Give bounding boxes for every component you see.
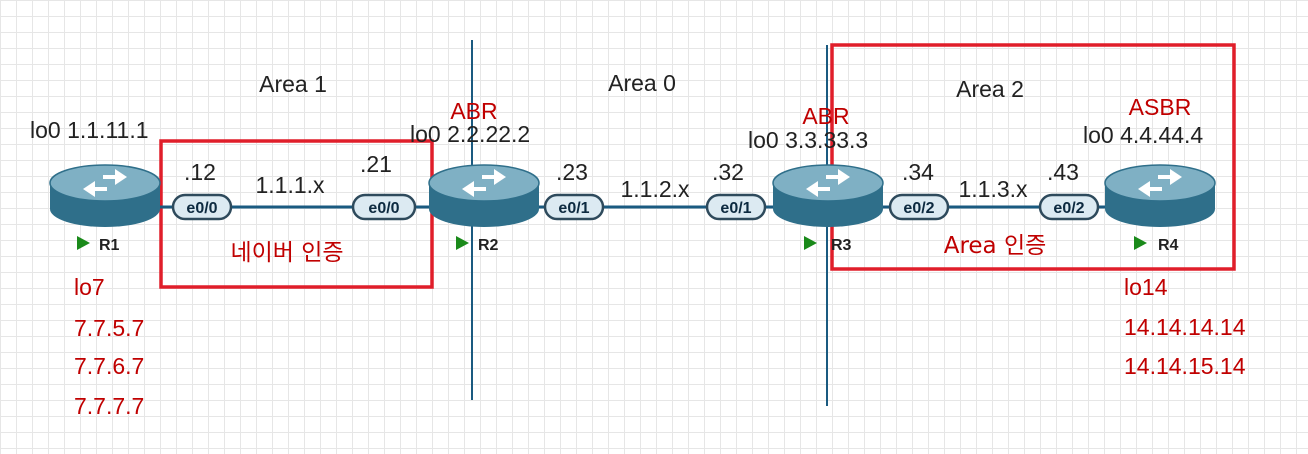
r2-host-id-link23: .23 bbox=[556, 159, 588, 185]
port-r2-e0-1[interactable]: e0/1 bbox=[543, 193, 605, 221]
r4-loopback-label: lo0 4.4.44.4 bbox=[1083, 122, 1203, 148]
r1-host-id: .12 bbox=[184, 159, 216, 185]
r1-loopback-list-item: 7.7.5.7 bbox=[74, 315, 144, 341]
svg-text:e0/2: e0/2 bbox=[903, 200, 934, 217]
svg-text:e0/2: e0/2 bbox=[1053, 200, 1084, 217]
r4-host-id: .43 bbox=[1047, 159, 1079, 185]
svg-text:R2: R2 bbox=[478, 237, 499, 254]
port-r3-e0-1[interactable]: e0/1 bbox=[705, 193, 767, 221]
r3-role-label: ABR bbox=[802, 103, 849, 129]
port-r3-e0-2[interactable]: e0/2 bbox=[888, 193, 950, 221]
r4-loopback-list-item: 14.14.15.14 bbox=[1124, 353, 1246, 379]
r3-host-id-link23: .32 bbox=[712, 159, 744, 185]
r2-host-id-link12: .21 bbox=[360, 151, 392, 177]
port-r1-e0-0[interactable]: e0/0 bbox=[171, 193, 233, 221]
area-1-label: Area 1 bbox=[259, 71, 327, 97]
r4-extra-loopbacks: lo14 14.14.14.14 14.14.15.14 bbox=[1124, 274, 1246, 379]
r2-name-tag: R2 bbox=[456, 236, 499, 254]
r4-name-tag: R4 bbox=[1134, 236, 1179, 254]
r3-loopback-label: lo0 3.3.33.3 bbox=[748, 127, 868, 153]
subnet-link23: 1.1.2.x bbox=[620, 176, 690, 202]
play-icon bbox=[77, 236, 90, 250]
r2-role-label: ABR bbox=[450, 98, 497, 124]
subnet-link12: 1.1.1.x bbox=[255, 172, 325, 198]
r1-name-tag: R1 bbox=[77, 236, 120, 254]
neighbor-auth-annotation: 네이버 인증 bbox=[230, 240, 343, 266]
svg-text:R1: R1 bbox=[99, 237, 120, 254]
router-r2[interactable] bbox=[428, 164, 540, 228]
r1-loopback-list-item: lo7 bbox=[74, 274, 105, 300]
router-icon bbox=[428, 164, 540, 228]
play-icon bbox=[1134, 236, 1147, 250]
r1-extra-loopbacks: lo7 7.7.5.7 7.7.6.7 7.7.7.7 bbox=[74, 274, 144, 419]
r2-loopback-label: lo0 2.2.22.2 bbox=[410, 121, 530, 147]
svg-text:e0/1: e0/1 bbox=[720, 200, 751, 217]
router-r3[interactable] bbox=[772, 164, 884, 228]
svg-text:R4: R4 bbox=[1158, 237, 1179, 254]
r3-host-id-link34: .34 bbox=[902, 159, 934, 185]
r1-loopback-list-item: 7.7.6.7 bbox=[74, 353, 144, 379]
router-r1[interactable] bbox=[49, 164, 161, 228]
r4-role-label: ASBR bbox=[1129, 94, 1192, 120]
area-2-label: Area 2 bbox=[956, 76, 1024, 102]
r3-name-tag: R3 bbox=[804, 236, 852, 254]
router-r4[interactable] bbox=[1104, 164, 1216, 228]
port-r2-e0-0[interactable]: e0/0 bbox=[351, 193, 417, 221]
r1-loopback-list-item: 7.7.7.7 bbox=[74, 393, 144, 419]
area-0-label: Area 0 bbox=[608, 70, 676, 96]
play-icon bbox=[456, 236, 469, 250]
svg-text:e0/0: e0/0 bbox=[368, 200, 399, 217]
router-icon bbox=[49, 164, 161, 228]
area2-auth-highlight-box bbox=[830, 43, 1236, 271]
svg-text:e0/0: e0/0 bbox=[186, 200, 217, 217]
svg-text:R3: R3 bbox=[831, 237, 852, 254]
r4-loopback-list-item: 14.14.14.14 bbox=[1124, 314, 1246, 340]
area-auth-annotation: Area 인증 bbox=[944, 233, 1047, 259]
router-icon bbox=[772, 164, 884, 228]
port-r4-e0-2[interactable]: e0/2 bbox=[1038, 193, 1100, 221]
r4-loopback-list-item: lo14 bbox=[1124, 274, 1168, 300]
router-icon bbox=[1104, 164, 1216, 228]
svg-text:e0/1: e0/1 bbox=[558, 200, 589, 217]
r1-loopback-label: lo0 1.1.11.1 bbox=[30, 117, 149, 143]
subnet-link34: 1.1.3.x bbox=[958, 176, 1028, 202]
play-icon bbox=[804, 236, 817, 250]
